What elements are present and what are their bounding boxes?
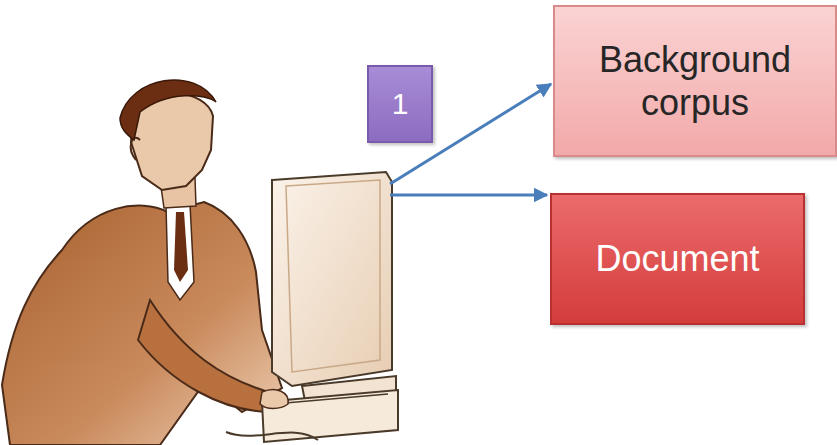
arrow — [390, 194, 547, 197]
man-at-computer — [2, 80, 398, 445]
callout-box: 1 — [367, 65, 433, 143]
box-label: Document — [595, 237, 759, 280]
process-box: Background corpus — [553, 5, 837, 157]
process-box: Document — [550, 193, 805, 325]
box-label: Background corpus — [565, 38, 825, 124]
box-label: 1 — [392, 86, 409, 122]
